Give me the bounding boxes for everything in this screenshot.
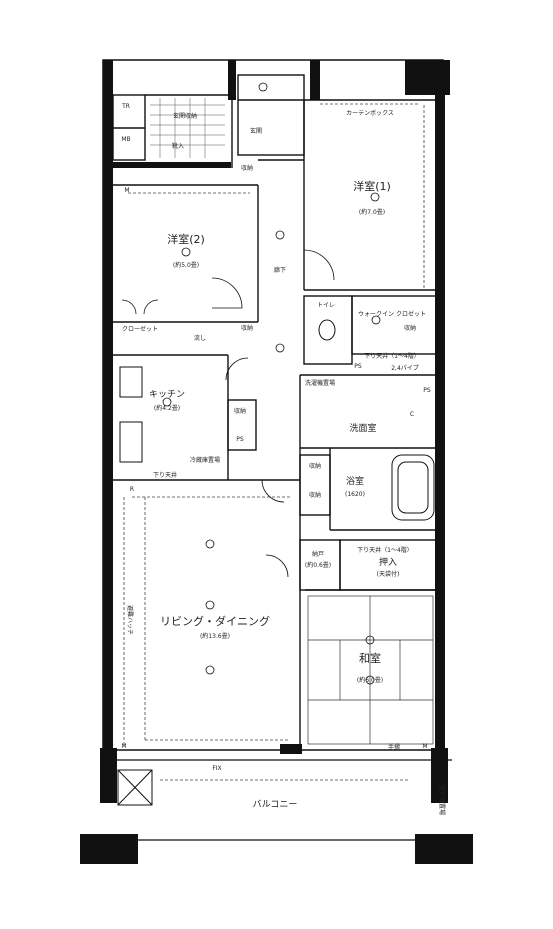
structural-columns (80, 60, 473, 864)
room-closet-name: クローゼット (122, 325, 158, 333)
emergency-label: 避難ハッチ (126, 605, 134, 635)
fixtures (117, 319, 435, 806)
room-corridor-name: 廊下 (274, 266, 286, 274)
storage-c-label: 収納 (234, 407, 246, 415)
storage-a-label: 収納 (241, 164, 253, 172)
boots-label: 靴入 (172, 142, 184, 150)
pipe-label: 2,4パイプ (391, 365, 419, 372)
room-western2-size: (約5.0畳) (173, 261, 199, 269)
storage-d-label: 収納 (309, 462, 321, 470)
m-left-label: M (121, 743, 126, 750)
kitchen-ceiling-label: 下り天井 (153, 471, 177, 479)
fix-label: FIX (212, 765, 221, 772)
r-label: R (130, 486, 134, 493)
c-label: C (410, 411, 414, 418)
wc-ceiling-label: 下り天井（1～4階） (364, 352, 420, 360)
room-walkin-name: ウォークイン クロゼット (358, 310, 426, 318)
room-washitsu-name: 和室 (359, 651, 381, 665)
oshiire-note-label: (天袋付) (377, 570, 400, 578)
room-western2-name: 洋室(2) (167, 232, 205, 246)
storage-f-label: 収納 (404, 324, 416, 332)
room-washitsu-size: (約6.0畳) (357, 676, 383, 684)
outer-walls (102, 59, 452, 841)
sink-label: 流し (194, 334, 206, 342)
room-kitchen-name: キッチン (149, 389, 185, 400)
room-balcony-name: バルコニー (253, 799, 298, 810)
washitsu-ceiling-label: 下り天井（1～4階） (357, 546, 413, 554)
tatami-grid (307, 595, 434, 745)
light-symbols (162, 82, 381, 685)
interior-walls (112, 74, 438, 750)
storage-e-label: 収納 (309, 491, 321, 499)
room-bath-size: (1620) (345, 491, 365, 498)
oshiire-label: 押入 (379, 556, 397, 568)
storage-b-label: 収納 (241, 324, 253, 332)
room-bath-name: 浴室 (346, 475, 364, 487)
entrance-tiles (150, 98, 225, 158)
room-entrance-name: 玄関 (250, 127, 262, 135)
curtain-box-label: カーテンボックス (346, 109, 394, 117)
washer-label: 洗濯機置場 (305, 379, 335, 387)
nando-size-label: (約0.6畳) (305, 561, 331, 569)
door-swings (121, 249, 335, 578)
tr-label: TR (121, 103, 130, 110)
room-western1-size: (約7.0畳) (359, 208, 385, 216)
hand-rail-label: 手摺 (388, 743, 400, 751)
m-right-label: M (422, 743, 427, 750)
ps1-label: PS (354, 363, 362, 370)
ps3-label: PS (236, 436, 244, 443)
room-western1-name: 洋室(1) (353, 179, 391, 193)
room-senmen-name: 洗面室 (349, 422, 376, 434)
room-ldk-name: リビング・ダイニング (160, 614, 270, 628)
m-top-label: M (124, 187, 129, 194)
room-toilet-name: トイレ (317, 302, 335, 309)
ceiling-lines (123, 103, 425, 781)
outdoor-unit-label: 室外機置場 (438, 785, 446, 815)
fridge-label: 冷蔵庫置場 (190, 456, 220, 464)
room-kitchen-size: (約4.2畳) (154, 404, 180, 412)
ps2-label: PS (423, 387, 431, 394)
nando-label: 納戸 (312, 550, 324, 558)
room-ldk-size: (約13.6畳) (200, 632, 230, 640)
entrance-storage-label: 玄関収納 (173, 112, 197, 120)
mb-label: MB (121, 136, 130, 143)
